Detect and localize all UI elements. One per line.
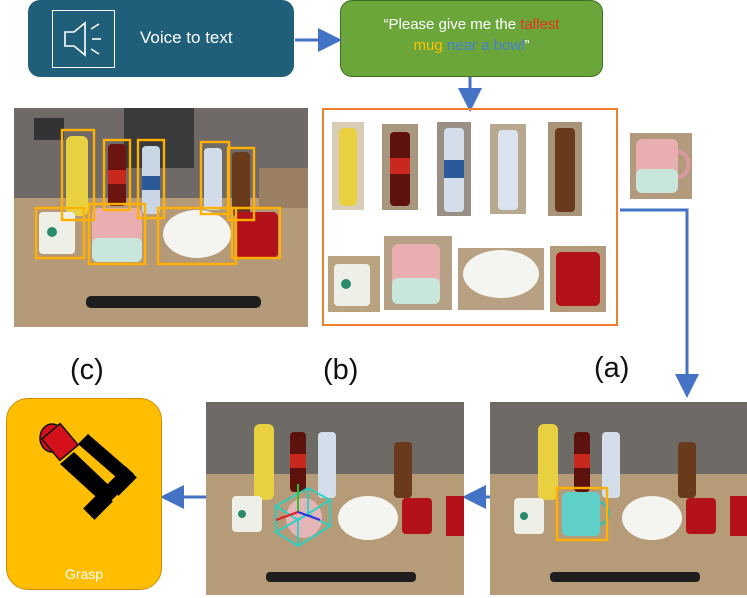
voice-to-text-label: Voice to text — [140, 28, 233, 47]
panel-label-b: (b) — [323, 354, 359, 386]
crop-red-mug — [550, 246, 606, 312]
det-box-bowl — [156, 206, 238, 266]
det-box-cola — [102, 138, 132, 212]
crop-water-2 — [490, 124, 526, 214]
query-word-mug: mug — [413, 37, 443, 54]
det-box-tea — [226, 146, 256, 222]
gripper-icon — [30, 418, 140, 528]
detection-scene-photo — [14, 108, 308, 327]
grasp-panel — [6, 398, 162, 590]
selected-mug-crop — [630, 133, 692, 199]
det-box-water-1 — [136, 138, 166, 220]
enamel-mug — [39, 212, 75, 254]
crop-mustard — [332, 122, 364, 210]
mustard-bottle — [66, 136, 88, 216]
axis-x — [275, 511, 299, 521]
speaker-icon — [52, 10, 115, 68]
query-close-quote: ” — [524, 37, 530, 54]
grasp-label: Grasp — [64, 566, 104, 582]
object-crops — [322, 108, 618, 326]
query-prefix: Please give me the — [388, 16, 521, 33]
query-box — [340, 0, 603, 77]
det-box-pink-mug — [87, 202, 147, 266]
object-crops-frame — [322, 108, 618, 326]
panel-label-a: (a) — [594, 352, 630, 384]
tea-bottle — [232, 152, 250, 216]
query-open-quote: “ — [383, 16, 389, 33]
water-bottle-2 — [204, 148, 222, 210]
crop-water-1 — [437, 122, 471, 216]
highlighted-mug — [562, 492, 600, 536]
panel-label-c: (c) — [70, 354, 104, 386]
axis-y — [297, 511, 321, 521]
crop-enamel-mug — [328, 256, 380, 312]
crop-cola — [382, 124, 418, 210]
white-bowl — [163, 210, 231, 258]
voice-to-text-box — [28, 0, 294, 77]
scene-b-photo — [206, 402, 464, 595]
arrow-crops-to-a — [620, 208, 699, 398]
query-word-near: near a bowl — [446, 37, 525, 54]
det-box-selected-mug — [555, 486, 609, 542]
red-mug — [236, 212, 278, 258]
scene-a-photo — [490, 402, 747, 595]
det-box-mustard — [60, 128, 96, 222]
det-box-enamel-mug — [34, 206, 86, 260]
crop-tea — [548, 122, 582, 216]
crop-pink-mug — [384, 236, 452, 310]
crop-bowl — [458, 248, 544, 310]
query-text: “Please give me the tallest mug near a b… — [340, 14, 603, 56]
det-box-red-mug — [230, 206, 282, 260]
query-word-tallest: tallest — [520, 16, 560, 33]
